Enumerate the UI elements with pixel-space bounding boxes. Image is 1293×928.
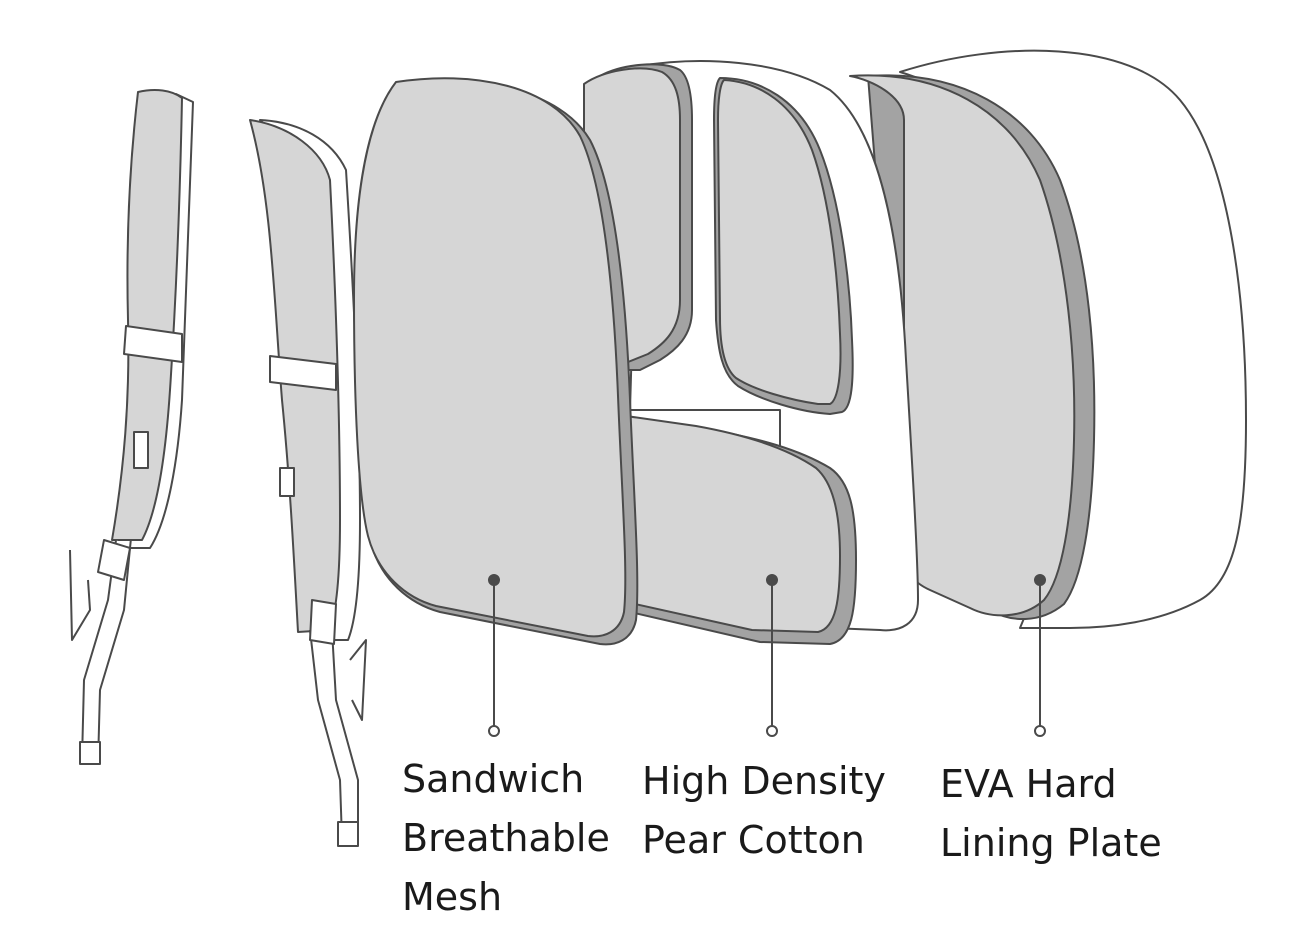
- label-mesh-line2: Breathable: [402, 816, 610, 860]
- callout-mesh-ring: [488, 725, 500, 737]
- label-high-density-pear-cotton: High Density Pear Cotton: [642, 752, 886, 870]
- callout-eva: [1034, 574, 1046, 737]
- label-eva-line1: EVA Hard: [940, 762, 1117, 806]
- mesh-panel-face: [353, 77, 627, 638]
- mesh-panel: [353, 77, 639, 646]
- callout-cotton-ring: [766, 725, 778, 737]
- left-strap-hook: [69, 549, 91, 641]
- callout-eva-ring: [1034, 725, 1046, 737]
- callout-mesh: [488, 574, 500, 737]
- lower-cushion-face: [625, 415, 841, 633]
- label-eva-hard-lining-plate: EVA Hard Lining Plate: [940, 755, 1162, 873]
- right-strap-buckle: [309, 599, 337, 645]
- callout-cotton: [766, 574, 778, 737]
- right-strap-webbing: [309, 629, 359, 841]
- right-shoulder-strap: [249, 119, 367, 847]
- cotton-frame: [583, 60, 919, 645]
- label-cotton-line2: Pear Cotton: [642, 818, 865, 862]
- right-strap-band: [269, 355, 337, 391]
- left-shoulder-strap: [69, 89, 194, 765]
- right-strap-tip: [337, 821, 359, 847]
- label-cotton-line1: High Density: [642, 759, 886, 803]
- left-strap-label: [133, 431, 149, 469]
- label-sandwich-breathable-mesh: Sandwich Breathable Mesh: [402, 750, 610, 927]
- left-strap-pad: [111, 89, 183, 541]
- left-strap-band: [123, 325, 183, 363]
- upper-right-cushion-face: [717, 79, 842, 405]
- left-strap-buckle: [97, 539, 131, 581]
- left-strap-tip: [79, 741, 101, 765]
- right-strap-label: [279, 467, 295, 497]
- label-mesh-line1: Sandwich: [402, 757, 585, 801]
- label-mesh-line3: Mesh: [402, 875, 503, 919]
- eva-shell: [849, 49, 1247, 629]
- label-eva-line2: Lining Plate: [940, 821, 1162, 865]
- right-strap-hook: [349, 639, 367, 721]
